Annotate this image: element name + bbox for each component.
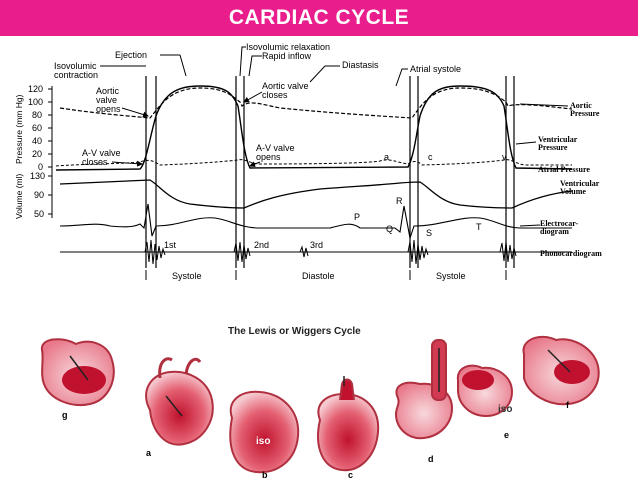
ventricular-volume-curve xyxy=(59,179,573,209)
atrial-pressure-curve xyxy=(55,159,572,167)
label-systole-2: Systole xyxy=(436,271,466,281)
tick-60: 60 xyxy=(32,123,42,133)
label-aortic-valve-closes-line1: Aortic valve xyxy=(262,81,309,91)
tick-90: 90 xyxy=(34,190,44,200)
label-av-valve-opens-line2: opens xyxy=(256,152,281,162)
ecg-curve xyxy=(59,203,572,241)
heart-e: iso e xyxy=(456,364,514,440)
label-av-valve-closes-line2: closes xyxy=(82,157,108,167)
heart-e-iso: iso xyxy=(498,404,512,415)
label-aortic-valve-closes: Aortic valve closes xyxy=(262,81,311,100)
label-sound-3rd: 3rd xyxy=(310,240,323,250)
pressure-ticks: 120 100 80 60 40 20 0 xyxy=(28,84,43,172)
label-rapid-inflow: Rapid inflow xyxy=(262,51,312,61)
label-sound-2nd: 2nd xyxy=(254,240,269,250)
heart-e-letter: e xyxy=(504,430,509,440)
label-av-valve-opens-line1: A-V valve xyxy=(256,143,295,153)
label-ventricular-volume: Ventricular Volume xyxy=(560,179,601,196)
label-q-wave: Q xyxy=(386,224,393,234)
label-v-wave: v xyxy=(502,152,507,162)
heart-b: iso b xyxy=(229,390,300,478)
label-t-wave: T xyxy=(476,222,482,232)
label-s-wave: S xyxy=(426,228,432,238)
heart-g-letter: g xyxy=(62,410,68,420)
label-atrial-pressure: Atrial Pressure xyxy=(538,165,590,174)
heart-a-letter: a xyxy=(146,448,152,458)
label-aortic-valve-opens-line3: opens xyxy=(96,104,121,114)
tick-130: 130 xyxy=(30,171,45,181)
label-av-valve-closes-line1: A-V valve xyxy=(82,148,121,158)
heart-d-letter: d xyxy=(428,454,434,464)
slide-header: CARDIAC CYCLE xyxy=(0,0,638,36)
label-isovolumic-contraction-line1: Isovolumic xyxy=(54,61,97,71)
label-electrocardiogram: Electrocar- diogram xyxy=(540,219,580,236)
label-aortic-valve-opens-line1: Aortic xyxy=(96,86,120,96)
label-atrial-systole: Atrial systole xyxy=(410,64,461,74)
label-aortic-valve-closes-line2: closes xyxy=(262,90,288,100)
tick-120: 120 xyxy=(28,84,43,94)
ventricular-pressure-curve xyxy=(55,85,573,171)
label-ejection: Ejection xyxy=(115,50,147,60)
aortic-pressure-curve xyxy=(59,87,573,119)
label-a-wave: a xyxy=(384,152,389,162)
tick-100: 100 xyxy=(28,97,43,107)
label-sound-1st: 1st xyxy=(164,240,177,250)
label-p-wave: P xyxy=(354,212,360,222)
label-av-valve-closes: A-V valve closes xyxy=(82,148,123,167)
label-aortic-pressure-line2: Pressure xyxy=(570,109,600,118)
heart-a: a xyxy=(145,357,214,458)
label-ventricular-volume-line1: Ventricular xyxy=(560,179,600,188)
volume-ticks: 130 90 50 xyxy=(30,171,45,219)
tick-80: 80 xyxy=(32,110,42,120)
label-ventricular-volume-line2: Volume xyxy=(560,187,586,196)
label-aortic-valve-opens-line2: valve xyxy=(96,95,117,105)
heart-d: d xyxy=(394,339,454,464)
label-isovolumic-relaxation: Isovolumic relaxation xyxy=(246,42,330,52)
lewis-wiggers-cycle: The Lewis or Wiggers Cycle g a iso b c d… xyxy=(40,326,600,478)
label-phonocardiogram: Phonocardiogram xyxy=(540,249,602,258)
label-isovolumic-contraction-line2: contraction xyxy=(54,70,98,80)
label-electrocardiogram-line2: diogram xyxy=(540,227,569,236)
volume-axis-label: Volume (ml) xyxy=(14,173,24,219)
label-c-wave: c xyxy=(428,152,433,162)
heart-f: f xyxy=(522,335,600,410)
label-r-wave: R xyxy=(396,196,403,206)
phonocardiogram-trace xyxy=(60,239,572,265)
heart-c: c xyxy=(317,376,380,478)
tick-40: 40 xyxy=(32,136,42,146)
heart-c-letter: c xyxy=(348,470,353,478)
wiggers-diagram: Pressure (mm Hg) Volume (ml) 120 100 80 … xyxy=(14,42,602,281)
slide-title: CARDIAC CYCLE xyxy=(228,6,410,29)
label-ventricular-pressure-line1: Ventricular xyxy=(538,135,578,144)
heart-b-letter: b xyxy=(262,470,268,478)
label-ventricular-pressure: Ventricular Pressure xyxy=(538,135,579,152)
label-diastole: Diastole xyxy=(302,271,335,281)
heart-g: g xyxy=(40,338,115,420)
label-systole-1: Systole xyxy=(172,271,202,281)
tick-50: 50 xyxy=(34,209,44,219)
label-isovolumic-contraction: Isovolumic contraction xyxy=(54,61,99,80)
label-electrocardiogram-line1: Electrocar- xyxy=(540,219,579,228)
label-aortic-pressure: Aortic Pressure xyxy=(570,101,600,118)
pressure-axis-label: Pressure (mm Hg) xyxy=(14,94,24,164)
lower-figure-title: The Lewis or Wiggers Cycle xyxy=(228,326,361,337)
tick-0: 0 xyxy=(38,162,43,172)
heart-b-iso: iso xyxy=(256,436,270,447)
tick-20: 20 xyxy=(32,149,42,159)
label-diastasis: Diastasis xyxy=(342,60,379,70)
label-av-valve-opens: A-V valve opens xyxy=(256,143,297,162)
label-aortic-valve-opens: Aortic valve opens xyxy=(96,86,122,114)
label-aortic-pressure-line1: Aortic xyxy=(570,101,592,110)
heart-f-letter: f xyxy=(566,400,570,410)
label-ventricular-pressure-line2: Pressure xyxy=(538,143,568,152)
